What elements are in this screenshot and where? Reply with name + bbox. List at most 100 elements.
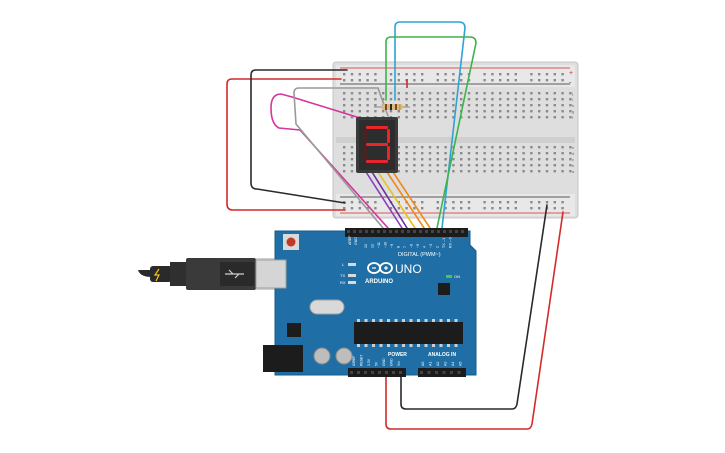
breadboard-hole — [350, 110, 354, 113]
breadboard-hole — [467, 164, 471, 167]
chip-pin — [432, 344, 435, 347]
breadboard-hole — [350, 104, 354, 107]
breadboard-hole — [514, 170, 517, 173]
breadboard-hole — [561, 201, 564, 204]
breadboard-hole — [350, 170, 354, 173]
breadboard-hole — [343, 73, 346, 76]
breadboard-hole — [382, 110, 385, 113]
breadboard-hole — [538, 73, 541, 76]
breadboard-hole — [499, 158, 502, 161]
breadboard-hole — [467, 152, 471, 155]
breadboard-row-label: j — [571, 91, 573, 96]
pin-label: 12 — [371, 244, 375, 248]
breadboard-hole — [374, 207, 377, 210]
led-l — [348, 263, 356, 266]
breadboard-hole — [545, 146, 549, 149]
breadboard-hole — [421, 207, 424, 210]
breadboard-hole — [389, 98, 393, 101]
breadboard-hole — [436, 207, 439, 210]
header-pin — [371, 371, 374, 374]
breadboard-hole — [467, 79, 471, 82]
breadboard-hole — [436, 201, 439, 204]
chip-pin — [357, 344, 360, 347]
chip-pin — [424, 319, 428, 322]
breadboard-hole — [421, 152, 424, 155]
arduino-logo-icon — [367, 262, 393, 274]
breadboard-hole — [452, 116, 455, 119]
breadboard-hole — [545, 201, 549, 204]
breadboard-hole — [522, 98, 525, 101]
wire-blue — [394, 21, 466, 229]
breadboard-hole — [413, 164, 416, 167]
pin-label: ~11 — [377, 242, 381, 248]
breadboard-hole — [522, 104, 525, 107]
breadboard-hole — [530, 207, 533, 210]
breadboard-hole — [530, 98, 533, 101]
breadboard-hole — [545, 164, 549, 167]
breadboard-hole — [421, 104, 424, 107]
breadboard-hole — [421, 158, 424, 161]
decimal-point — [389, 163, 393, 167]
breadboard-hole — [428, 170, 432, 173]
breadboard-hole — [405, 170, 408, 173]
breadboard-hole — [530, 116, 533, 119]
breadboard-hole — [499, 146, 502, 149]
breadboard-hole — [561, 98, 564, 101]
pin-label: GND — [382, 358, 386, 366]
breadboard-hole — [499, 92, 502, 95]
breadboard-hole — [460, 79, 463, 82]
breadboard-hole — [413, 146, 416, 149]
atmega-chip — [354, 322, 463, 344]
breadboard-hole — [514, 116, 517, 119]
segment-a — [366, 126, 388, 129]
breadboard-hole — [506, 104, 510, 107]
breadboard-hole — [553, 158, 556, 161]
breadboard-hole — [413, 98, 416, 101]
breadboard-hole — [569, 92, 572, 95]
led-l-label: L — [342, 262, 345, 267]
breadboard-hole — [506, 207, 510, 210]
breadboard-hole — [343, 110, 346, 113]
chip-pin — [394, 319, 398, 322]
breadboard-row-label: f — [572, 115, 574, 120]
on-label: ON — [454, 274, 460, 279]
capacitor-1 — [313, 347, 331, 365]
breadboard-hole — [421, 116, 424, 119]
breadboard-hole — [553, 152, 556, 155]
chip-pin — [454, 319, 458, 322]
led-tx — [348, 274, 356, 277]
breadboard-hole — [530, 92, 533, 95]
breadboard-hole — [514, 201, 517, 204]
breadboard-hole — [421, 146, 424, 149]
chip-pin — [424, 344, 428, 347]
breadboard-hole — [483, 92, 486, 95]
breadboard-hole — [545, 170, 549, 173]
breadboard-hole — [405, 164, 408, 167]
header-pin — [442, 371, 446, 374]
breadboard-hole — [366, 207, 369, 210]
wire-yellow — [377, 171, 416, 229]
reset-button-cap[interactable] — [286, 237, 296, 247]
breadboard-hole — [475, 164, 478, 167]
breadboard-hole — [561, 104, 564, 107]
breadboard-hole — [514, 152, 517, 155]
led-rx-label: RX — [340, 280, 346, 285]
breadboard-hole — [421, 110, 424, 113]
chip-pin — [364, 344, 368, 347]
breadboard-hole — [506, 170, 510, 173]
breadboard-hole — [452, 98, 455, 101]
breadboard-hole — [343, 98, 346, 101]
breadboard-hole — [350, 201, 354, 204]
breadboard-hole — [545, 92, 549, 95]
breadboard-hole — [561, 158, 564, 161]
breadboard-hole — [499, 110, 502, 113]
wire-dark-purple — [371, 171, 408, 229]
header-pin — [378, 371, 381, 374]
breadboard-hole — [530, 104, 533, 107]
breadboard-hole — [475, 146, 478, 149]
capacitor-2 — [335, 347, 353, 365]
breadboard-hole — [467, 110, 471, 113]
breadboard-hole — [491, 73, 494, 76]
